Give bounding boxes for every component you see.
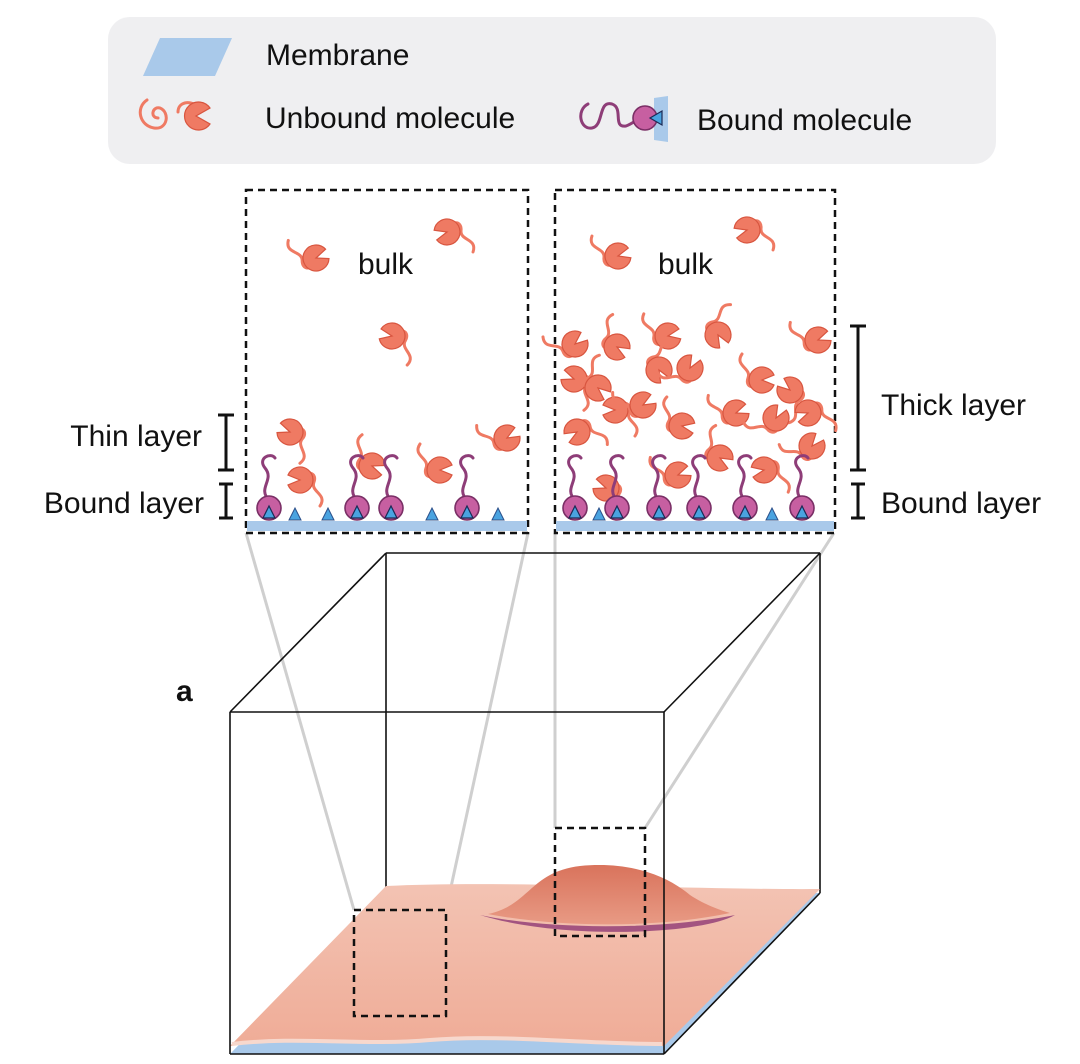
legend-unbound-label: Unbound molecule [265,102,515,135]
panel-letter: a [176,675,193,708]
left-zoom-panel: bulk [244,188,530,535]
bound-molecule-legend-icon [579,96,668,142]
left-bound-layer-label: Bound layer [44,487,204,520]
left-membrane-strip [247,521,527,531]
right-bound-layer-label: Bound layer [881,487,1041,520]
legend-membrane-label: Membrane [266,39,409,72]
thin-region-marker [352,908,448,1018]
right-annotations: Thick layer Bound layer [850,324,1041,520]
thick-region-marker [553,826,647,938]
simulation-box [229,552,821,1055]
thick-layer-bracket [850,324,866,472]
legend-box: Membrane Unbound molecule Bound molecule [108,17,996,164]
membrane-legend-icon [143,38,232,76]
bump-ring [480,915,735,932]
projection-lines [244,532,836,911]
thin-layer-label: Thin layer [70,420,202,453]
right-membrane-strip [556,521,834,531]
right-bulk-label: bulk [658,248,714,281]
right-zoom-panel: bulk [539,188,840,535]
thick-layer-label: Thick layer [881,389,1026,422]
bump [488,865,730,925]
legend-bound-label: Bound molecule [697,104,912,137]
unbound-molecule-legend-icon [138,98,211,131]
left-bound-layer-bracket [219,482,233,520]
left-annotations: Thin layer Bound layer [44,413,234,520]
right-bound-layer-bracket [851,482,865,520]
thin-layer-bracket [218,413,234,472]
left-bulk-label: bulk [358,248,414,281]
